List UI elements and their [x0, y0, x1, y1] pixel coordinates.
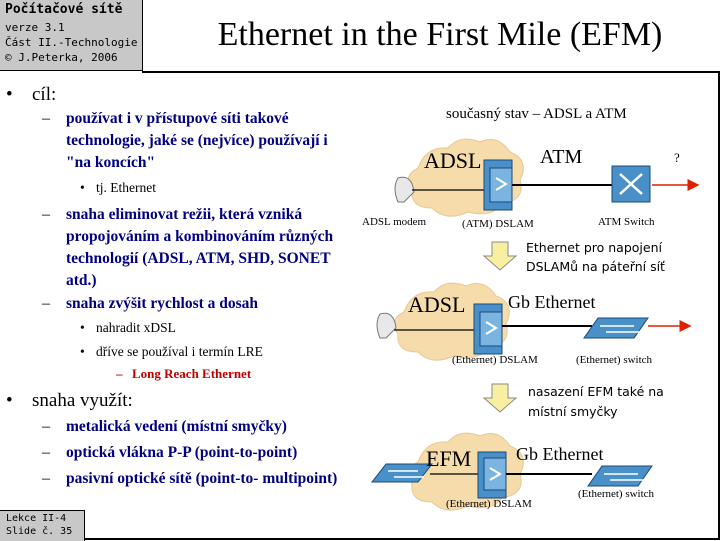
s1-adsl-label: ADSL: [424, 148, 482, 173]
slide-number: Slide č. 35: [6, 526, 73, 537]
course-info-box: Počítačové sítě verze 3.1 Část II.-Techn…: [0, 0, 143, 71]
s2-switch-label: (Ethernet) switch: [576, 354, 653, 366]
diagram-top-caption: současný stav – ADSL a ATM: [446, 106, 627, 122]
s3-gbe-label: Gb Ethernet: [516, 444, 604, 464]
s2-dslam-label: (Ethernet) DSLAM: [452, 354, 538, 366]
dash-marker: –: [42, 444, 50, 461]
bullet-marker: •: [6, 84, 13, 105]
sub-bullet-marker: •: [80, 344, 85, 359]
title-divider: [142, 71, 720, 73]
s2-adsl-label: ADSL: [408, 292, 466, 317]
ethernet-switch-icon: [370, 463, 434, 483]
dslam-icon: [477, 451, 507, 499]
dslam-icon: [473, 303, 503, 355]
atm-switch-icon: [611, 165, 651, 203]
down-arrow-2: [482, 383, 518, 413]
s1-dslam-label: (ATM) DSLAM: [462, 218, 534, 230]
goal-item-3-subsub: Long Reach Ethernet: [132, 366, 252, 381]
s1-atm-label: ATM: [540, 146, 583, 168]
s1-switch-label: ATM Switch: [598, 216, 655, 228]
down-arrow-1: [482, 241, 518, 271]
course-author: © J.Peterka, 2006: [5, 51, 118, 64]
dash-marker: –: [42, 470, 50, 487]
bullet-marker: •: [6, 390, 13, 411]
bullet-goal-label: cíl:: [32, 84, 57, 105]
course-version: verze 3.1: [5, 21, 65, 34]
slide-title: Ethernet in the First Mile (EFM): [217, 16, 663, 53]
goal-item-1-sub: tj. Ethernet: [96, 180, 156, 195]
sub-bullet-marker: •: [80, 180, 85, 195]
dash-marker: –: [42, 206, 50, 223]
adsl-modem-icon: [376, 312, 397, 339]
course-name: Počítačové sítě: [5, 2, 123, 17]
slide-info-box: Lekce II-4 Slide č. 35: [0, 510, 85, 541]
course-part: Část II.-Technologie: [5, 36, 138, 49]
s3-switch-label: (Ethernet) switch: [578, 488, 655, 500]
scenario-efm: [370, 432, 653, 511]
dash-marker: –: [42, 295, 50, 312]
s1-modem-label: ADSL modem: [362, 216, 427, 228]
use-item-3: pasivní optické sítě (point-to- multipoi…: [66, 470, 338, 487]
goal-item-1: používat i v přístupové síti takové tech…: [66, 110, 328, 171]
use-item-2: optická vlákna P-P (point-to-point): [66, 444, 298, 461]
goal-item-3-sub-1: nahradit xDSL: [96, 320, 176, 335]
adsl-modem-icon: [394, 176, 415, 203]
dash-marker: –: [42, 110, 50, 127]
s3-dslam-label: (Ethernet) DSLAM: [446, 498, 532, 510]
ethernet-switch-icon: [583, 317, 649, 339]
scenario-adsl-atm: [394, 138, 700, 217]
s1-unknown-label: ?: [674, 150, 680, 165]
dslam-icon: [483, 159, 513, 211]
goal-item-3: snaha zvýšit rychlost a dosah: [66, 295, 259, 312]
goal-item-3-sub-2: dříve se používal i termín LRE: [96, 344, 263, 359]
ethernet-switch-icon: [587, 465, 653, 487]
bottom-border: [84, 538, 720, 540]
s2-gbe-label: Gb Ethernet: [508, 292, 596, 312]
s3-efm-label: EFM: [426, 446, 472, 471]
scenario-adsl-ethernet: [376, 282, 692, 361]
sub-bullet-marker: •: [80, 320, 85, 335]
dash-marker: –: [42, 418, 50, 435]
bullet-use-label: snaha využít:: [32, 390, 133, 411]
red-dash-marker: –: [116, 366, 123, 381]
use-item-1: metalická vedení (místní smyčky): [66, 418, 287, 435]
right-border: [718, 72, 720, 540]
lesson-label: Lekce II-4: [6, 513, 67, 524]
goal-item-2: snaha eliminovat režii, která vzniká pro…: [66, 206, 334, 289]
